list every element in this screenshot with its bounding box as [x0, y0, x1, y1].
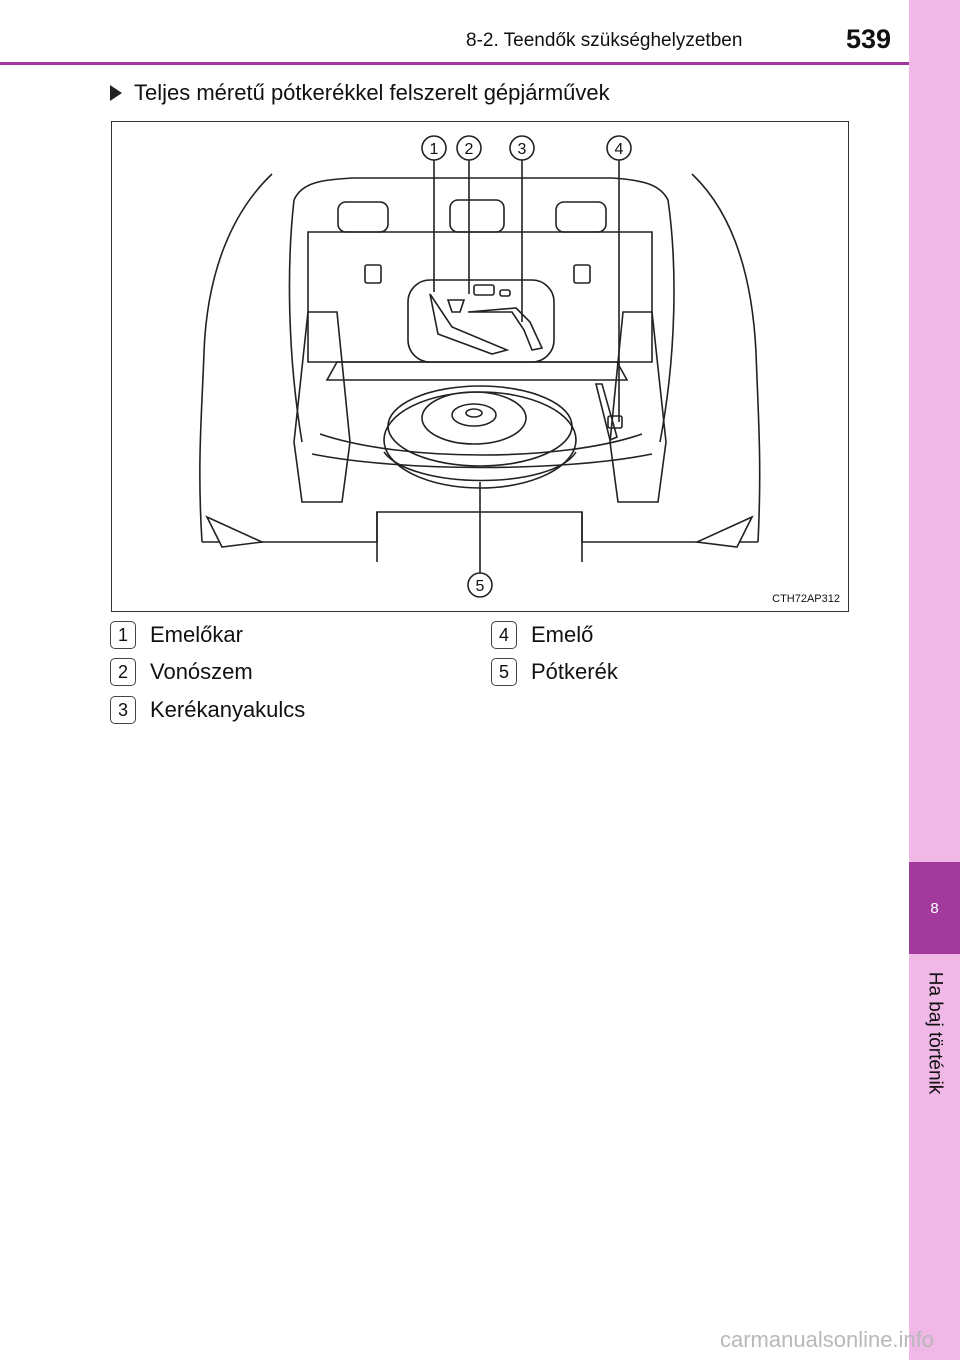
legend-label-3: Kerékanyakulcs [150, 697, 306, 722]
figure-code: CTH72AP312 [772, 593, 840, 605]
legend-label-4: Emelő [531, 622, 594, 647]
section-heading: Teljes méretű pótkerékkel felszerelt gép… [110, 80, 610, 106]
callout-4: 4 [615, 141, 624, 158]
legend-number-4: 4 [491, 621, 517, 649]
legend-item-2: 2 Vonószem [110, 658, 253, 686]
chapter-number-tab: 8 [909, 862, 960, 954]
legend-item-4: 4 Emelő [491, 621, 593, 649]
callout-1: 1 [430, 141, 439, 158]
chapter-number: 8 [930, 899, 939, 917]
legend-number-3: 3 [110, 696, 136, 724]
callout-3: 3 [518, 141, 527, 158]
page-number: 539 [846, 24, 892, 54]
legend-label-1: Emelőkar [150, 622, 243, 647]
callout-2: 2 [465, 141, 474, 158]
legend-number-2: 2 [110, 658, 136, 686]
callout-5: 5 [476, 578, 485, 595]
legend-item-3: 3 Kerékanyakulcs [110, 696, 305, 724]
side-tab [909, 0, 960, 1360]
legend-number-1: 1 [110, 621, 136, 649]
trunk-illustration: 1 2 3 4 5 CTH72AP312 [111, 121, 849, 612]
chapter-label-tab: Ha baj történik [909, 955, 960, 1110]
legend-number-5: 5 [491, 658, 517, 686]
triangle-bullet-icon [110, 85, 122, 101]
legend-item-1: 1 Emelőkar [110, 621, 243, 649]
heading-text: Teljes méretű pótkerékkel felszerelt gép… [134, 80, 610, 105]
chapter-label: Ha baj történik [924, 971, 946, 1094]
watermark-footer: carmanualsonline.info [720, 1327, 935, 1352]
legend-label-5: Pótkerék [531, 659, 618, 684]
section-title: 8-2. Teendők szükséghelyzetben [466, 30, 743, 51]
header-divider [0, 62, 909, 65]
trunk-drawing: 1 2 3 4 5 [199, 135, 761, 598]
legend-item-5: 5 Pótkerék [491, 658, 618, 686]
legend-label-2: Vonószem [150, 659, 253, 684]
